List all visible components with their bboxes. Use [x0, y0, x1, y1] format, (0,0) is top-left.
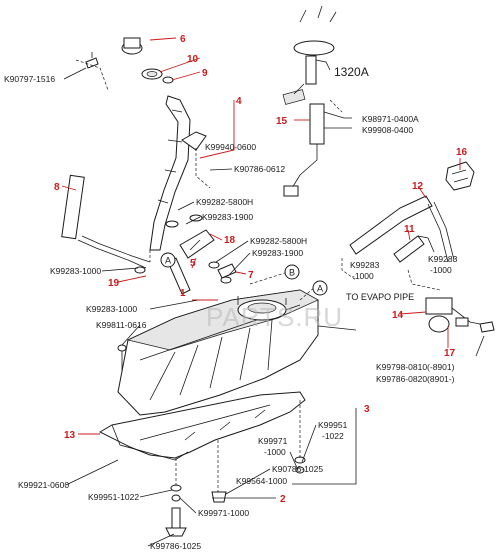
tank-guard-plate — [98, 391, 306, 461]
pn-k99564: K99564-1000 — [236, 476, 287, 486]
pn-k99971-r-2: -1000 — [264, 447, 286, 457]
pn-k99283-a: K99283-1900 — [202, 212, 253, 222]
pn-k99283-right-1: K99283 — [428, 254, 458, 264]
pn-k90797: K90797-1516 — [4, 74, 55, 84]
pn-k99786-0820: K99786-0820(8901-) — [376, 374, 455, 384]
fuel-cap-assembly — [121, 37, 174, 84]
callout-1: 1 — [180, 288, 186, 299]
callout-19: 19 — [108, 278, 120, 289]
callout-2: 2 — [280, 494, 286, 505]
callout-5: 5 — [190, 258, 196, 269]
callout-16: 16 — [456, 147, 468, 158]
fuel-pump-sender — [282, 5, 337, 105]
leader-lines — [61, 37, 485, 499]
pn-k99283-b: K99283-1900 — [252, 248, 303, 258]
callout-6: 6 — [180, 34, 186, 45]
pn-k98971: K98971-0400A — [362, 114, 419, 124]
pn-k99951-b: K99951-1022 — [88, 492, 139, 502]
fill-hose — [179, 229, 215, 259]
ref-circle-b: B — [284, 264, 300, 280]
pn-k99971-b: K99971-1000 — [198, 508, 249, 518]
watermark: PARTS.RU — [206, 302, 343, 332]
callout-9: 9 — [202, 68, 208, 79]
pn-k99283-left: K99283-1000 — [50, 266, 101, 276]
callout-14: 14 — [392, 310, 404, 321]
pn-k90786-0612: K90786-0612 — [234, 164, 285, 174]
callout-numbers: 6 10 9 4 8 18 5 7 19 1 15 16 12 11 14 17… — [54, 34, 468, 505]
callout-18: 18 — [224, 235, 236, 246]
pn-k99283-lower: K99283-1000 — [86, 304, 137, 314]
pn-k99921: K99921-0600 — [18, 480, 69, 490]
evap-hose-11 — [393, 235, 435, 263]
pn-k99282-a: K99282-5800H — [196, 197, 253, 207]
callout-17: 17 — [444, 348, 456, 359]
pn-k99282-b: K99282-5800H — [250, 236, 307, 246]
bottom-bolts — [117, 344, 306, 537]
callout-8: 8 — [54, 182, 60, 193]
evap-hose-12 — [349, 195, 455, 263]
pn-k99951-r-2: -1022 — [322, 431, 344, 441]
bolt-right — [479, 321, 495, 333]
callout-3: 3 — [364, 404, 370, 415]
evapo-pipe-label: TO EVAPO PIPE — [346, 292, 414, 302]
fuel-tank — [117, 289, 319, 416]
label-leaders — [63, 67, 317, 547]
pn-k99798: K99798-0810(-8901) — [376, 362, 455, 372]
pn-k99951-r-1: K99951 — [318, 420, 348, 430]
callout-11: 11 — [404, 224, 415, 235]
callout-13: 13 — [64, 430, 76, 441]
pn-k99283-mid-1: K99283 — [350, 260, 380, 270]
ref-circle-a-left: A — [160, 252, 176, 268]
pn-k99971-r-1: K99971 — [258, 436, 288, 446]
hose-clamps — [134, 214, 232, 284]
pn-k99283-right-2: -1000 — [430, 265, 452, 275]
fuel-level-sender — [283, 103, 345, 197]
callout-15: 15 — [276, 116, 288, 127]
pn-k99811: K99811-0616 — [96, 320, 147, 330]
callout-12: 12 — [412, 181, 424, 192]
clip-16 — [445, 161, 475, 191]
ref-circle-a-right: A — [312, 280, 328, 296]
callout-7: 7 — [248, 270, 254, 281]
breather-hose — [61, 174, 151, 269]
pn-k99940: K99940-0600 — [205, 142, 256, 152]
ref-a-right: A — [317, 284, 323, 294]
ref-b: B — [289, 268, 295, 278]
vent-hose — [167, 257, 237, 295]
pn-k99786-1025: K99786-1025 — [150, 541, 201, 551]
pn-k99908: K99908-0400 — [362, 125, 413, 135]
bolt-top-left — [85, 52, 99, 69]
pn-k99283-mid-2: -1000 — [352, 271, 374, 281]
valve-14 — [425, 297, 481, 333]
code-1320a: 1320A — [334, 65, 369, 79]
callout-4: 4 — [236, 96, 242, 107]
ref-a-left: A — [165, 256, 171, 266]
filler-pipe — [149, 95, 207, 251]
connection-lines — [75, 59, 441, 301]
callout-10: 10 — [187, 54, 199, 65]
